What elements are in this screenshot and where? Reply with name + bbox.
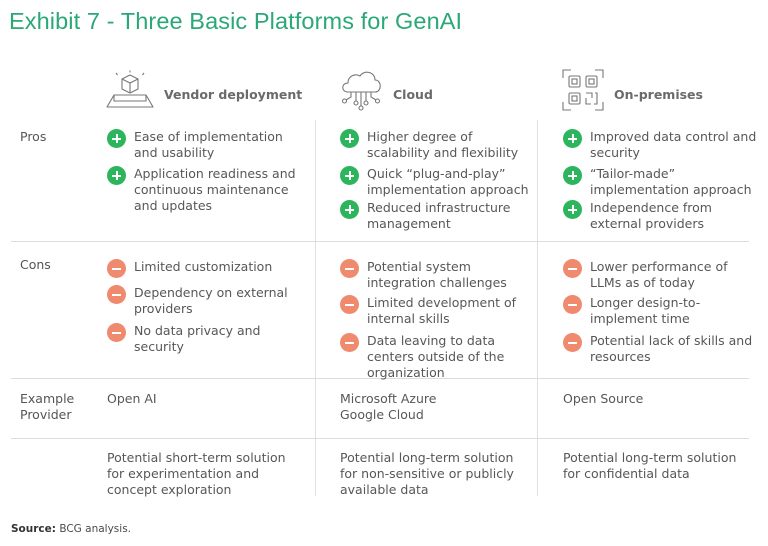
column-header-onprem: On-premises (614, 87, 703, 102)
minus-icon (563, 295, 582, 314)
plus-icon (107, 166, 126, 185)
minus-icon (563, 259, 582, 278)
column-header-cloud: Cloud (393, 87, 433, 102)
con-item: Data leaving to data centers outside of … (340, 333, 537, 381)
con-item: Limited customization (107, 259, 304, 278)
con-item: Dependency on external providers (107, 285, 304, 317)
minus-icon (107, 285, 126, 304)
row-label-pros: Pros (20, 129, 47, 144)
pro-item: Improved data control and security (563, 129, 760, 161)
pro-item: Higher degree of scalability and flexibi… (340, 129, 537, 161)
provider-vendor: Open AI (107, 391, 157, 406)
cloud-network-icon (341, 71, 381, 111)
minus-icon (340, 295, 359, 314)
row-divider (11, 438, 749, 439)
row-divider (11, 241, 749, 242)
pro-item: Ease of implementation and usability (107, 129, 304, 161)
minus-icon (340, 259, 359, 278)
provider-cloud: Microsoft Azure Google Cloud (340, 391, 437, 422)
row-label-cons: Cons (20, 257, 51, 272)
con-item: Potential lack of skills and resources (563, 333, 760, 365)
con-item: No data privacy and security (107, 323, 304, 355)
con-item: Longer design-to-implement time (563, 295, 760, 327)
plus-icon (563, 129, 582, 148)
column-divider (537, 120, 538, 496)
plus-icon (563, 166, 582, 185)
pro-item: “Tailor-made” implementation approach (563, 166, 760, 198)
column-divider (315, 120, 316, 496)
plus-icon (340, 166, 359, 185)
pro-item: Independence from external providers (563, 200, 760, 232)
row-divider (11, 378, 749, 379)
row-label-provider-line1: Example (20, 391, 75, 406)
minus-icon (107, 259, 126, 278)
con-item: Limited development of internal skills (340, 295, 537, 327)
column-header-vendor: Vendor deployment (164, 87, 303, 102)
provider-onprem: Open Source (563, 391, 644, 406)
minus-icon (340, 333, 359, 352)
row-label-provider: Example Provider (20, 391, 74, 423)
minus-icon (563, 333, 582, 352)
plus-icon (340, 200, 359, 219)
exhibit-title: Exhibit 7 - Three Basic Platforms for Ge… (9, 8, 463, 34)
summary-cloud: Potential long-term solution for non-sen… (340, 450, 514, 497)
con-item: Potential system integration challenges (340, 259, 537, 291)
row-label-provider-line2: Provider (20, 407, 72, 422)
plus-icon (563, 200, 582, 219)
plus-icon (107, 129, 126, 148)
package-platform-icon (106, 70, 154, 108)
pro-item: Application readiness and continuous mai… (107, 166, 304, 214)
minus-icon (107, 323, 126, 342)
pro-item: Quick “plug-and-play” implementation app… (340, 166, 537, 198)
con-item: Lower performance of LLMs as of today (563, 259, 760, 291)
plus-icon (340, 129, 359, 148)
pro-item: Reduced infrastructure management (340, 200, 537, 232)
summary-onprem: Potential long-term solution for confide… (563, 450, 737, 481)
summary-vendor: Potential short-term solution for experi… (107, 450, 286, 497)
source-note: Source: BCG analysis. (11, 523, 132, 535)
qr-grid-icon (562, 69, 604, 111)
